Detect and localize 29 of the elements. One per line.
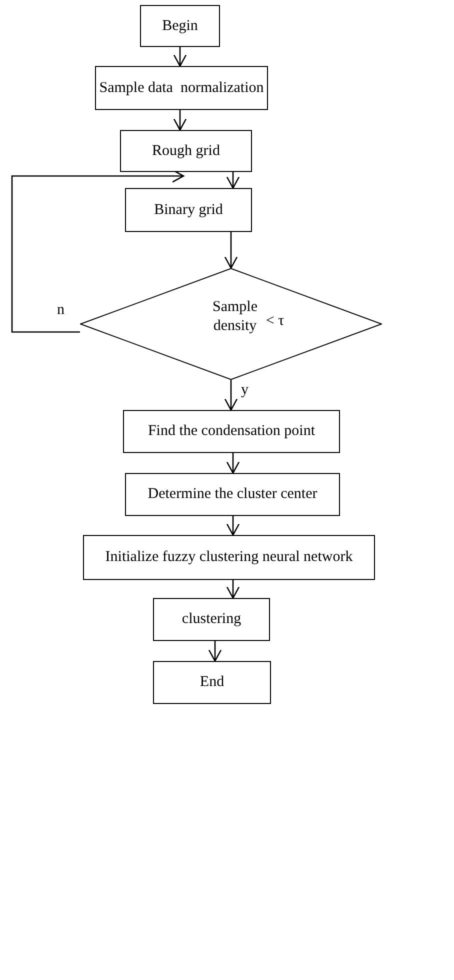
process-box [95, 66, 268, 110]
arrow [226, 453, 240, 474]
process-box [125, 188, 252, 232]
step-text: Begin [162, 18, 198, 34]
step-text: Initialize fuzzy clustering neural network [105, 549, 353, 566]
step-text: Determine the cluster center [148, 486, 318, 503]
terminal-box [153, 661, 271, 704]
arrow [226, 580, 240, 599]
step-text: Sample data normalization [99, 80, 264, 96]
process-box [123, 410, 340, 453]
step-text: Rough grid [152, 142, 220, 160]
arrow [226, 516, 240, 536]
arrow [224, 380, 238, 411]
arrow [226, 172, 240, 189]
decision-diamond [80, 268, 382, 380]
process-box [120, 130, 252, 172]
process-box [125, 473, 340, 516]
arrow [173, 47, 187, 67]
arrow [173, 110, 187, 131]
step-text: clustering [182, 611, 242, 628]
arrow [208, 641, 222, 662]
step-text: End [200, 674, 224, 691]
step-text: Binary grid [154, 202, 223, 218]
process-box [153, 598, 270, 641]
decision-text: Sample density [212, 298, 258, 336]
process-box [83, 535, 375, 580]
arrow [224, 232, 238, 269]
terminal-box [140, 5, 220, 47]
step-text: Find the condensation point [148, 423, 316, 440]
